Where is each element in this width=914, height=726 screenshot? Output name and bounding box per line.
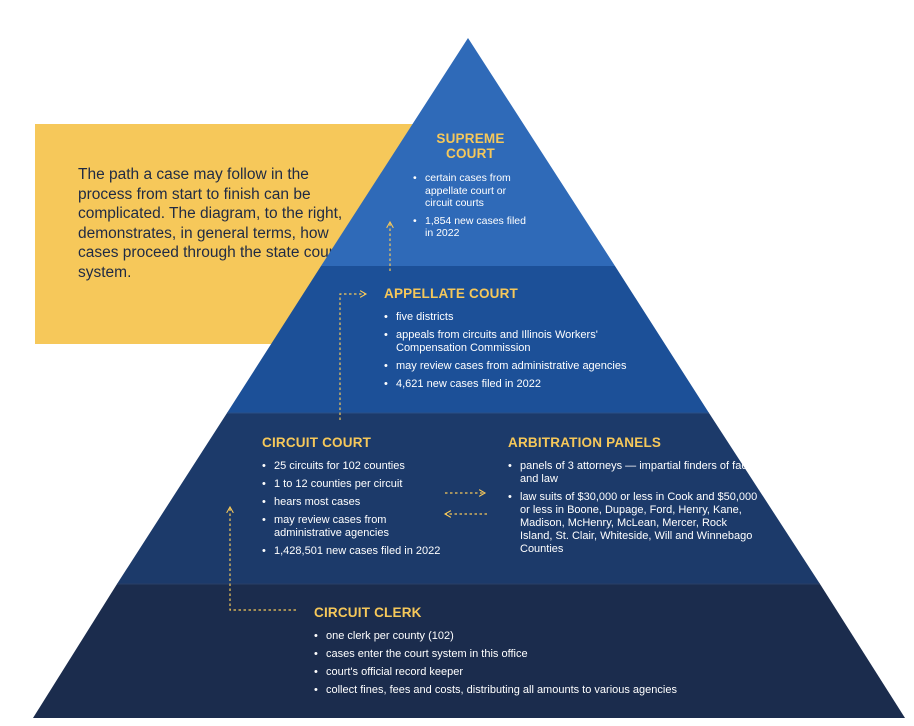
supreme-court-title: SUPREME COURT bbox=[436, 131, 505, 161]
list-item: law suits of $30,000 or less in Cook and… bbox=[508, 491, 758, 556]
list-item: collect fines, fees and costs, distribut… bbox=[314, 684, 724, 697]
circuit-court-title: CIRCUIT COURT bbox=[262, 435, 372, 450]
arbitration-panels-section: ARBITRATION PANELS panels of 3 attorneys… bbox=[508, 435, 758, 561]
circuit-clerk-title: CIRCUIT CLERK bbox=[314, 605, 422, 620]
list-item: may review cases from administrative age… bbox=[384, 360, 649, 373]
list-item: hears most cases bbox=[262, 496, 447, 509]
supreme-court-list: certain cases from appellate court or ci… bbox=[413, 172, 528, 240]
appellate-court-list: five districts appeals from circuits and… bbox=[384, 311, 649, 391]
list-item: 4,621 new cases filed in 2022 bbox=[384, 378, 649, 391]
list-item: 1 to 12 counties per circuit bbox=[262, 478, 447, 491]
supreme-court-section: SUPREME COURT certain cases from appella… bbox=[413, 131, 528, 245]
list-item: may review cases from administrative age… bbox=[262, 514, 447, 540]
list-item: panels of 3 attorneys — impartial finder… bbox=[508, 460, 758, 486]
list-item: one clerk per county (102) bbox=[314, 630, 724, 643]
circuit-clerk-section: CIRCUIT CLERK one clerk per county (102)… bbox=[314, 605, 724, 702]
intro-text: The path a case may follow in the proces… bbox=[78, 166, 343, 281]
list-item: 1,428,501 new cases filed in 2022 bbox=[262, 545, 447, 558]
circuit-court-section: CIRCUIT COURT 25 circuits for 102 counti… bbox=[262, 435, 447, 563]
appellate-court-title: APPELLATE COURT bbox=[384, 286, 518, 301]
list-item: 1,854 new cases filed in 2022 bbox=[413, 215, 528, 240]
supreme-court-tier bbox=[321, 38, 615, 266]
circuit-to-appellate-arrow bbox=[339, 290, 368, 420]
arbitration-panels-title: ARBITRATION PANELS bbox=[508, 435, 662, 450]
list-item: cases enter the court system in this off… bbox=[314, 648, 724, 661]
list-item: appeals from circuits and Illinois Worke… bbox=[384, 329, 649, 355]
clerk-to-circuit-arrow bbox=[226, 505, 296, 611]
list-item: 25 circuits for 102 counties bbox=[262, 460, 447, 473]
list-item: certain cases from appellate court or ci… bbox=[413, 172, 528, 210]
circuit-clerk-list: one clerk per county (102) cases enter t… bbox=[314, 630, 724, 697]
appellate-court-section: APPELLATE COURT five districts appeals f… bbox=[384, 286, 649, 396]
circuit-court-list: 25 circuits for 102 counties 1 to 12 cou… bbox=[262, 460, 447, 558]
list-item: five districts bbox=[384, 311, 649, 324]
arbitration-panels-list: panels of 3 attorneys — impartial finder… bbox=[508, 460, 758, 556]
list-item: court's official record keeper bbox=[314, 666, 724, 679]
